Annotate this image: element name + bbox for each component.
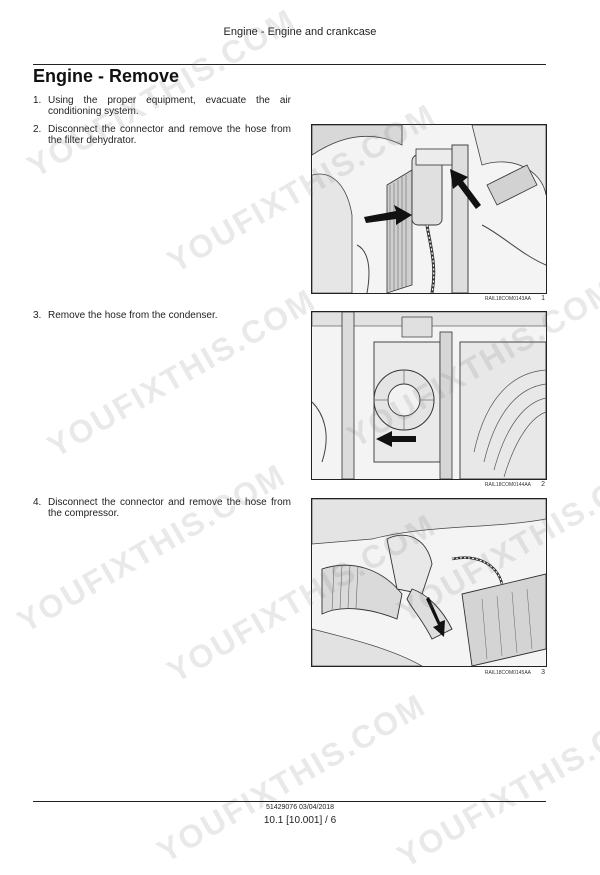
figure-2-caption: RAIL18COM0144AA 2: [311, 481, 545, 491]
step-number: 1.: [33, 95, 42, 106]
watermark: YOUFIXTHIS.COM: [151, 686, 432, 870]
figure-number: 1: [541, 295, 545, 302]
step-number: 2.: [33, 124, 42, 135]
step-number: 3.: [33, 310, 42, 321]
step-1: 1. Using the proper equipment, evacuate …: [33, 95, 291, 117]
figure-number: 2: [541, 481, 545, 488]
running-header: Engine - Engine and crankcase: [223, 26, 377, 38]
watermark: YOUFIXTHIS.COM: [11, 456, 292, 640]
step-number: 4.: [33, 497, 42, 508]
page-number: 10.1 [10.001] / 6: [263, 815, 337, 826]
step-text: Disconnect the connector and remove the …: [48, 124, 291, 146]
figure-1-caption: RAIL18COM0143AA 1: [311, 295, 545, 305]
document-number: 51429076 03/04/2018: [265, 804, 335, 811]
step-3: 3. Remove the hose from the condenser.: [33, 310, 291, 321]
step-text: Remove the hose from the condenser.: [48, 310, 218, 321]
watermark: YOUFIXTHIS.COM: [391, 691, 600, 875]
step-text: Using the proper equipment, evacuate the…: [48, 95, 291, 117]
step-text: Disconnect the connector and remove the …: [48, 497, 291, 519]
section-title: Engine - Remove: [33, 66, 180, 86]
figure-code: RAIL18COM0143AA: [484, 296, 531, 302]
header-rule: [33, 64, 546, 65]
figure-1-image: [311, 124, 547, 294]
figure-3-caption: RAIL18COM0145AA 3: [311, 669, 545, 679]
figure-number: 3: [541, 669, 545, 676]
footer-rule: [33, 801, 546, 802]
figure-3-image: [311, 498, 547, 667]
figure-code: RAIL18COM0144AA: [484, 482, 531, 488]
step-4: 4. Disconnect the connector and remove t…: [33, 497, 291, 519]
step-2: 2. Disconnect the connector and remove t…: [33, 124, 291, 146]
figure-code: RAIL18COM0145AA: [484, 670, 531, 676]
figure-2-image: [311, 311, 547, 480]
